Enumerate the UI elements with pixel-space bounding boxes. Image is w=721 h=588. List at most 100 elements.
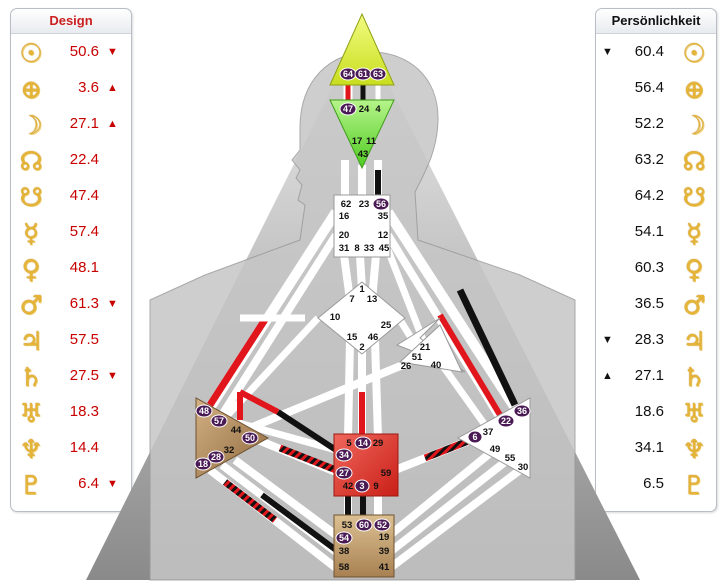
- gate-28-badge: 28: [207, 450, 225, 464]
- arrow-down-icon: ▼: [602, 46, 613, 58]
- gate-30: 30: [518, 462, 529, 473]
- g-center: [317, 281, 406, 355]
- arrow-down-icon: ▼: [107, 298, 118, 310]
- sun-icon: ☉: [682, 39, 706, 69]
- gate-6-badge: 6: [467, 430, 483, 444]
- arrow-up-icon: ▲: [107, 82, 118, 94]
- planet-value: 34.1: [634, 439, 664, 456]
- planet-value: 54.1: [634, 223, 664, 240]
- channel-28-38-personality: [260, 492, 338, 553]
- gate-60-badge: 60: [355, 518, 373, 532]
- gate-45: 45: [379, 243, 390, 254]
- planet-row: ♄27.5▼: [11, 361, 131, 395]
- channel-55-39: [387, 454, 513, 556]
- gate-27-badge: 27: [335, 466, 353, 480]
- planet-row: ☉60.4▼: [596, 37, 716, 71]
- gate-18: 18: [198, 459, 208, 469]
- planet-value: 64.2: [634, 187, 664, 204]
- gate-15: 15: [347, 332, 358, 343]
- planet-value: 6.5: [643, 475, 664, 492]
- jupiter-icon: ♃: [19, 327, 43, 357]
- planet-row: ☽27.1▲: [11, 109, 131, 143]
- ego-center-triangle: [398, 324, 463, 373]
- gate-56-badge: 56: [372, 197, 390, 211]
- gate-6: 6: [472, 432, 477, 442]
- planet-value: 27.1: [69, 115, 99, 132]
- earth-icon: ⊕: [20, 75, 42, 105]
- channel-32-54: [232, 456, 339, 539]
- south-node-icon: ☋: [682, 183, 706, 213]
- saturn-icon: ♄: [682, 363, 706, 393]
- planet-value: 52.2: [634, 115, 664, 132]
- head-center: [329, 12, 395, 86]
- planet-row: ⊕56.4: [596, 73, 716, 107]
- neptune-icon: ♆: [682, 435, 706, 465]
- moon-icon: ☽: [19, 111, 43, 141]
- planet-value: 27.5: [69, 367, 99, 384]
- gate-19: 19: [379, 532, 390, 543]
- gate-18-badge: 18: [194, 457, 212, 471]
- gate-52-badge: 52: [373, 518, 391, 532]
- planet-row: ♂61.3▼: [11, 289, 131, 323]
- planet-row: ☿54.1: [596, 217, 716, 251]
- gate-54-badge: 54: [335, 531, 353, 545]
- gate-28: 28: [211, 452, 221, 462]
- planet-value: 22.4: [69, 151, 99, 168]
- planet-value: 14.4: [69, 439, 99, 456]
- planet-value: 28.3: [634, 331, 664, 348]
- gate-3: 3: [359, 481, 364, 491]
- gate-48-badge: 48: [195, 404, 213, 418]
- planet-value: 56.4: [634, 79, 664, 96]
- gate-55: 55: [505, 453, 516, 464]
- gate-17: 17: [352, 136, 363, 147]
- gate-61-badge: 61: [354, 67, 372, 81]
- channel-20-57: [218, 232, 340, 418]
- north-node-icon: ☊: [19, 147, 43, 177]
- uranus-icon: ♅: [682, 399, 706, 429]
- gate-12: 12: [378, 230, 389, 241]
- gate-38: 38: [339, 546, 350, 557]
- channel-26-44: [248, 358, 412, 432]
- gate-63: 63: [373, 69, 383, 79]
- saturn-icon: ♄: [19, 363, 43, 393]
- channel-18-58-mixed: [222, 479, 278, 523]
- pluto-icon: ♇: [19, 471, 43, 501]
- planet-value: 61.3: [69, 295, 99, 312]
- gate-14-badge: 14: [354, 436, 372, 450]
- north-node-icon: ☊: [682, 147, 706, 177]
- gate-5: 5: [346, 438, 352, 449]
- gate-62: 62: [341, 199, 352, 210]
- planet-row: ♀60.3: [596, 253, 716, 287]
- planet-value: 47.4: [69, 187, 99, 204]
- channel-30-41: [387, 466, 523, 572]
- gate-7: 7: [349, 294, 354, 305]
- venus-icon: ♀: [21, 255, 41, 285]
- gate-47-badge: 47: [339, 102, 357, 116]
- pluto-icon: ♇: [682, 471, 706, 501]
- gate-46: 46: [368, 332, 379, 343]
- gate-23: 23: [359, 199, 370, 210]
- planet-row: ☉50.6▼: [11, 37, 131, 71]
- gate-33: 33: [364, 243, 375, 254]
- gate-43: 43: [358, 149, 369, 160]
- gate-25: 25: [381, 320, 392, 331]
- gate-59: 59: [381, 468, 392, 479]
- design-panel: Design ☉50.6▼⊕3.6▲☽27.1▲☊22.4☋47.4☿57.4♀…: [10, 8, 132, 512]
- planet-row: ♅18.6: [596, 397, 716, 431]
- gate-26: 26: [401, 361, 412, 372]
- moon-icon: ☽: [682, 111, 706, 141]
- planet-row: ♇6.4▼: [11, 469, 131, 503]
- south-node-icon: ☋: [19, 183, 43, 213]
- gate-58: 58: [339, 562, 350, 573]
- jupiter-icon: ♃: [682, 327, 706, 357]
- gate-60: 60: [359, 520, 369, 530]
- mercury-icon: ☿: [23, 219, 39, 249]
- planet-value: 36.5: [634, 295, 664, 312]
- gate-57-badge: 57: [210, 414, 228, 428]
- active-gates: 64 61 63 47 56 48 57 50 28 18 36 22 6 14…: [194, 67, 531, 545]
- planet-row: ♇ 6.5: [596, 469, 716, 503]
- gate-22-badge: 22: [497, 414, 515, 428]
- planet-value: 63.2: [634, 151, 664, 168]
- channel-57-34-personality: [276, 409, 338, 453]
